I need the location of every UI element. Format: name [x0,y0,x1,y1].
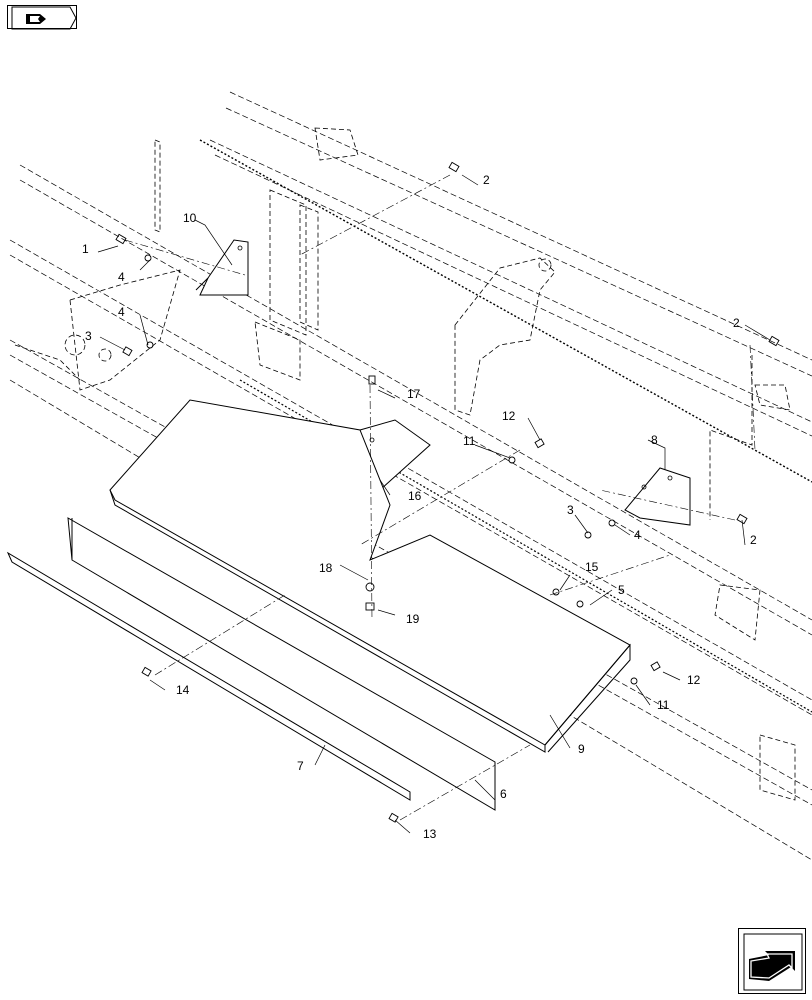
callout-6: 6 [500,787,507,801]
leader-lines [97,174,771,834]
callout-15: 15 [585,560,599,574]
part-10-bracket [195,239,249,296]
centre-lines [124,174,756,821]
next-page-button[interactable] [738,928,806,994]
callout-11: 11 [463,434,476,448]
callout-17: 17 [407,387,421,401]
callout-7: 7 [297,759,304,773]
callout-12: 12 [687,673,701,687]
callout-18: 18 [319,561,333,575]
callout-11: 11 [657,698,670,712]
part-9-plate [109,399,631,753]
callout-13: 13 [423,827,437,841]
part-7-strip [6,551,411,801]
callout-9: 9 [578,742,585,756]
part-6-panel [67,517,496,811]
callout-4: 4 [118,270,125,284]
callout-3: 3 [85,329,92,343]
callout-14: 14 [176,683,190,697]
callout-1: 1 [82,242,89,256]
left-frame-detail [14,269,181,391]
previous-page-button[interactable] [7,5,77,30]
callout-19: 19 [406,612,420,626]
beam-edge [199,139,812,483]
callout-16: 16 [408,489,422,503]
callout-2: 2 [483,173,490,187]
center-bracket [454,257,556,416]
callout-10: 10 [183,211,197,225]
callout-8: 8 [651,433,658,447]
part-8-bracket [624,467,691,526]
page-back-icon [11,6,77,30]
callout-4: 4 [118,305,125,319]
right-frame [709,355,796,801]
callout-12: 12 [502,409,516,423]
callout-4: 4 [634,528,641,542]
left-support-plate [154,127,359,381]
page-forward-icon [743,933,803,991]
fasteners [115,161,780,823]
callout-3: 3 [567,503,574,517]
callout-labels: 1 2 2 2 3 3 4 4 4 5 6 7 8 9 10 11 11 12 … [82,173,757,841]
callout-2: 2 [750,533,757,547]
callout-5: 5 [618,583,625,597]
callout-2: 2 [733,316,740,330]
